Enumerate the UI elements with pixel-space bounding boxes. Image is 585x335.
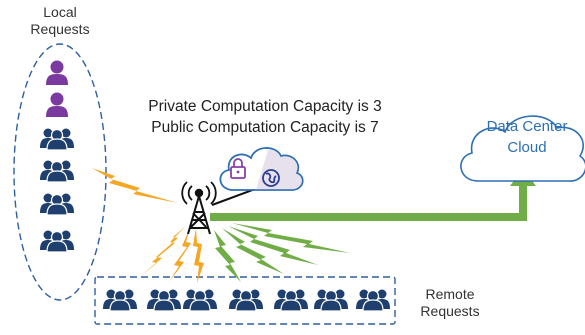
user-group-icon — [313, 288, 349, 312]
cloud-label-line2: Cloud — [507, 139, 547, 156]
local-requests-line1: Local — [43, 4, 77, 20]
user-group-icon — [39, 159, 75, 183]
user-group-icon — [39, 229, 75, 253]
user-group-icon — [102, 288, 138, 312]
remote-requests-line2: Requests — [420, 303, 480, 319]
user-icon — [46, 92, 68, 117]
remote-orange-lightning — [136, 226, 204, 283]
user-group-icon — [355, 288, 391, 312]
local-link-lightning — [92, 168, 178, 203]
public-capacity-text: Public Computation Capacity is 7 — [151, 119, 379, 136]
remote-green-lightning — [214, 223, 350, 282]
cloud-label-line1: Data Center — [486, 118, 568, 135]
remote-requests-label: Remote Requests — [408, 286, 492, 320]
user-group-icon — [146, 288, 182, 312]
remote-requests-line1: Remote — [425, 286, 475, 302]
private-capacity-text: Private Computation Capacity is 3 — [148, 98, 382, 115]
user-group-icon — [228, 288, 264, 312]
remote-requests-box — [94, 276, 396, 325]
user-group-icon — [273, 288, 309, 312]
user-group-icon — [182, 288, 218, 312]
globe-icon — [262, 169, 280, 187]
user-group-icon — [39, 127, 75, 151]
data-center-cloud-label: Data Center Cloud — [462, 116, 585, 158]
local-requests-ellipse — [13, 43, 107, 301]
tower-to-hybrid-cloud-line — [211, 187, 259, 206]
capacity-caption: Private Computation Capacity is 3 Public… — [120, 96, 410, 138]
remote-users — [102, 288, 391, 312]
hybrid-cloud-icon — [219, 147, 304, 191]
user-icon — [46, 60, 68, 85]
local-requests-line2: Requests — [30, 21, 90, 37]
lock-icon — [230, 158, 246, 179]
radio-tower-icon — [181, 181, 217, 235]
local-users — [39, 60, 75, 253]
local-requests-label: Local Requests — [18, 4, 102, 38]
user-group-icon — [39, 192, 75, 216]
cloud-icon — [460, 115, 585, 182]
